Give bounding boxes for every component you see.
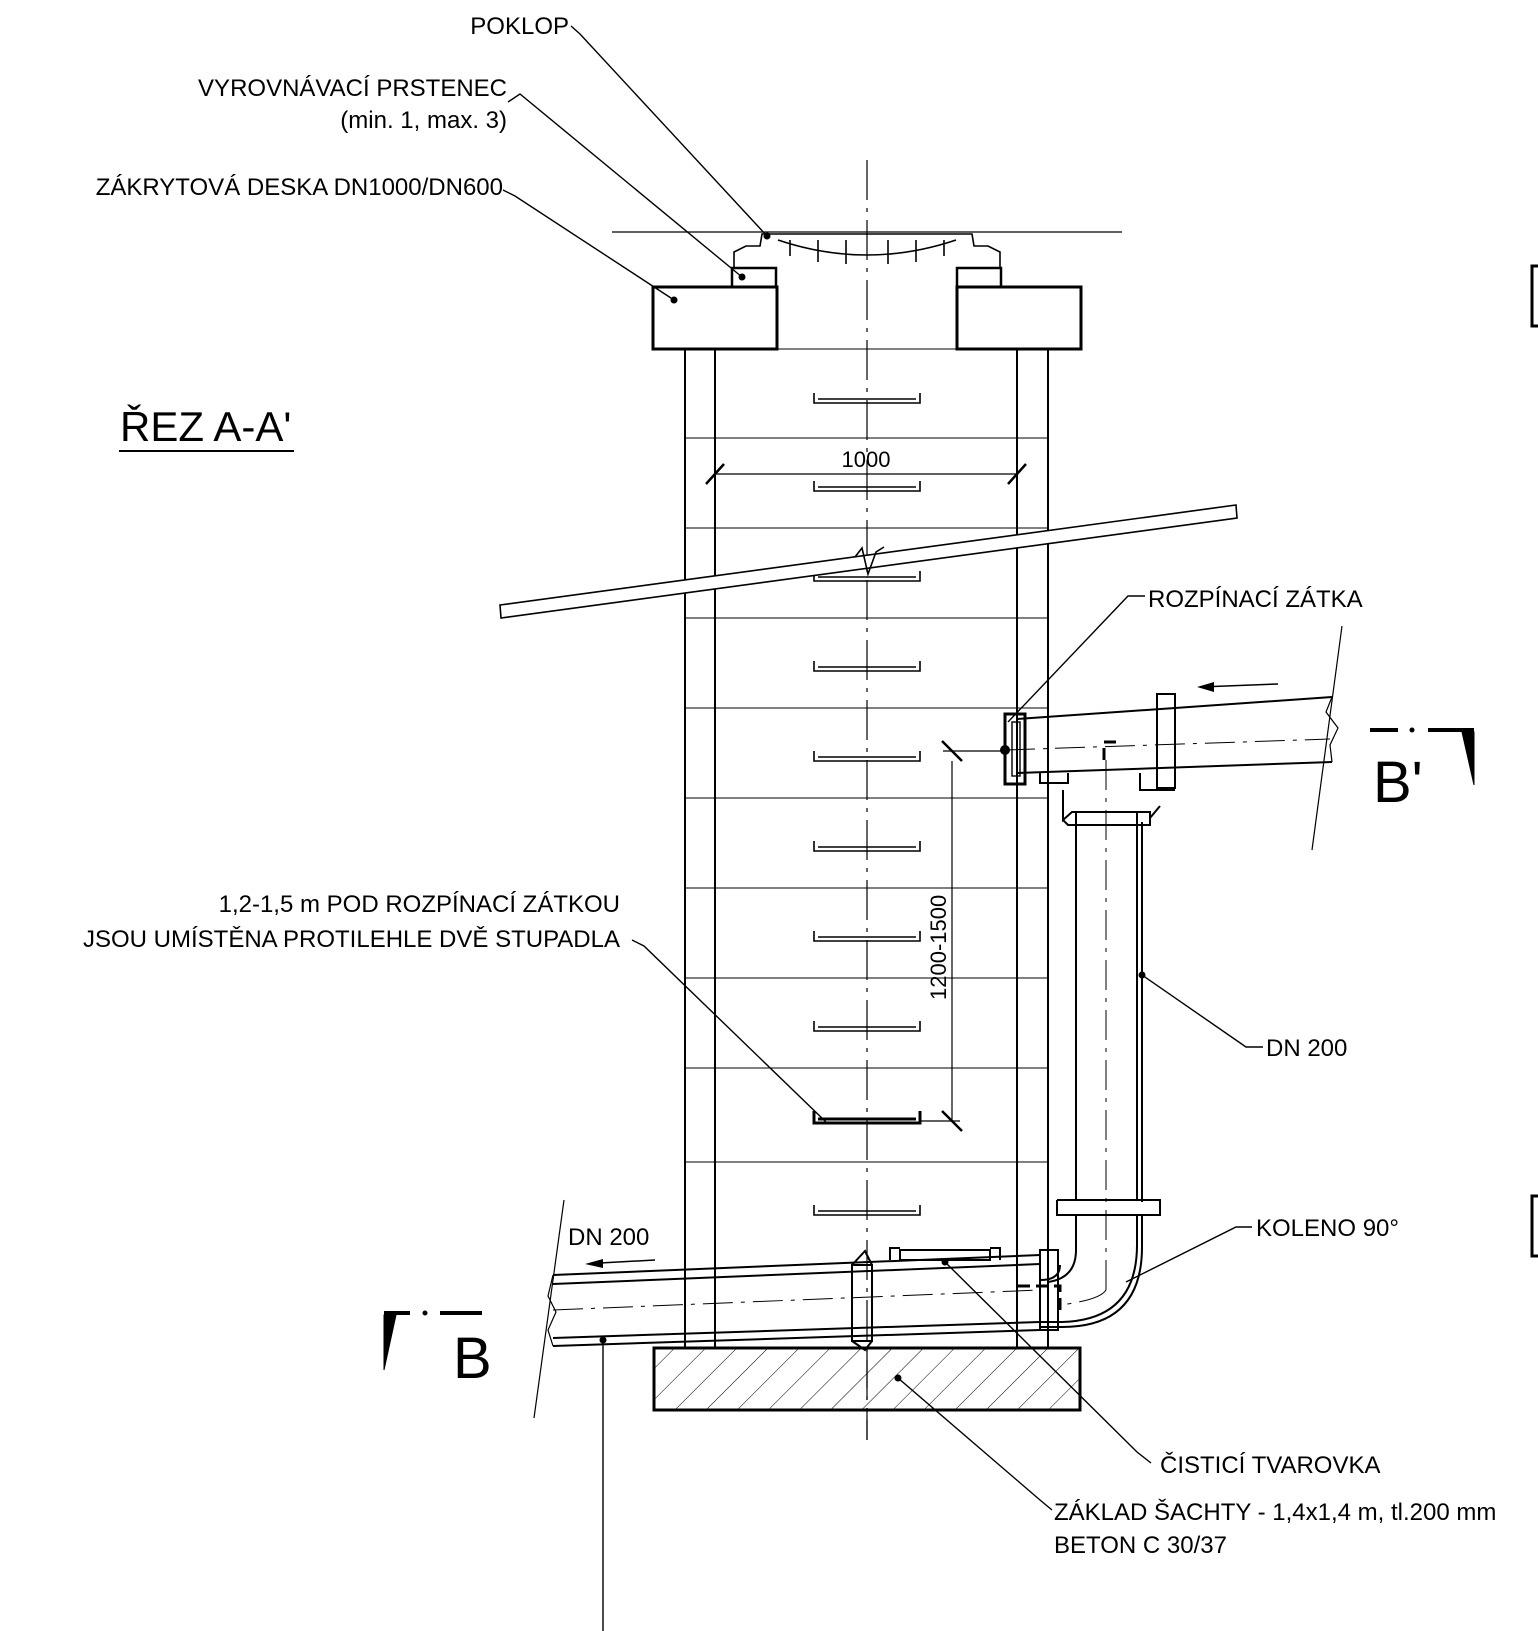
section-label-b-prime: B' xyxy=(1373,750,1423,815)
step-highlighted xyxy=(812,1111,922,1125)
vertical-drop-pipe xyxy=(1056,760,1161,1290)
manhole-steps xyxy=(812,393,922,1216)
shaft-foundation xyxy=(652,1346,1082,1440)
diameter-dimension xyxy=(705,463,1027,485)
label-dn200-right: DN 200 xyxy=(1266,1035,1347,1062)
label-cleaning: ČISTICÍ TVAROVKA xyxy=(1160,1451,1381,1479)
outlet-pipe-lower xyxy=(547,1247,1059,1352)
step xyxy=(813,393,921,404)
shaft xyxy=(684,160,1049,1440)
inlet-pipe-upper xyxy=(1000,682,1339,791)
label-base-line1: ZÁKLAD ŠACHTY - 1,4x1,4 m, tl.200 mm xyxy=(1054,1498,1496,1526)
step xyxy=(813,841,921,852)
elbow-90 xyxy=(1018,1215,1143,1328)
label-dn200-left: DN 200 xyxy=(568,1224,649,1251)
step xyxy=(813,661,921,672)
label-ring-line2: (min. 1, max. 3) xyxy=(340,107,507,134)
leader-dots xyxy=(599,232,1146,1382)
leader-lines xyxy=(502,25,1263,1631)
levelling-ring xyxy=(730,266,1003,289)
section-title: ŘEZ A-A' xyxy=(120,403,291,450)
diameter-value: 1000 xyxy=(842,447,891,472)
cover-slab xyxy=(651,285,1083,351)
label-plug: ROZPÍNACÍ ZÁTKA xyxy=(1148,586,1363,613)
step xyxy=(813,1021,921,1032)
label-cover-slab: ZÁKRYTOVÁ DESKA DN1000/DN600 xyxy=(96,174,503,201)
break-line xyxy=(499,504,1238,619)
step-depth-value: 1200-1500 xyxy=(926,895,951,1000)
step xyxy=(813,1205,921,1216)
step xyxy=(813,931,921,942)
manhole-cover xyxy=(612,231,1122,268)
step xyxy=(813,751,921,762)
label-ring-line1: VYROVNÁVACÍ PRSTENEC xyxy=(198,75,507,102)
step xyxy=(813,481,921,492)
section-mark-b-prime xyxy=(1311,625,1475,851)
section-label-b: B xyxy=(453,1326,492,1391)
step-depth-dimension xyxy=(920,740,1005,1132)
label-elbow: KOLENO 90° xyxy=(1256,1215,1399,1242)
adjacent-drawing-fragment xyxy=(1530,264,1538,1258)
label-base-line2: BETON C 30/37 xyxy=(1054,1532,1227,1559)
label-steps-line2: JSOU UMÍSTĚNA PROTILEHLE DVĚ STUPADLA xyxy=(83,926,620,953)
label-poklop: POKLOP xyxy=(470,13,569,40)
section-mark-b xyxy=(383,1199,565,1419)
label-steps-line1: 1,2-1,5 m POD ROZPÍNACÍ ZÁTKOU xyxy=(219,891,620,918)
